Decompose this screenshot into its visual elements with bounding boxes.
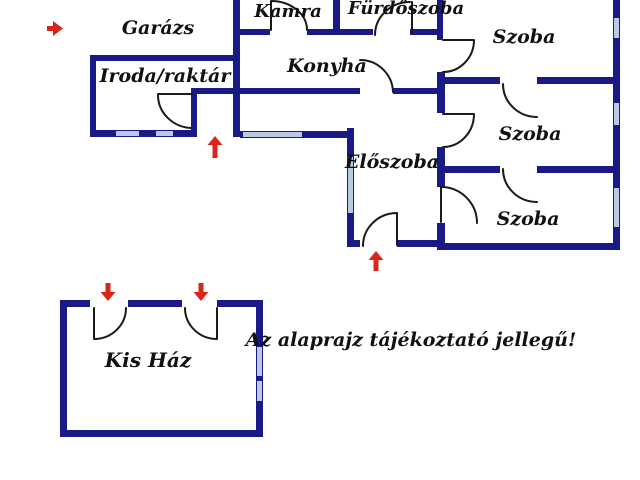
wall-smallhouse-top-a (60, 300, 90, 307)
garage-entrance-arrow-right-icon (47, 21, 63, 36)
wall-room1-2-b (537, 77, 620, 84)
label-garage: Garázs (122, 17, 195, 39)
door-bathroom (374, 1, 413, 36)
window-smallhouse-2 (257, 381, 262, 401)
window-office-2 (156, 131, 173, 136)
window-room-top (614, 18, 619, 38)
window-hall (348, 157, 353, 213)
wall-kitchen-left (233, 0, 240, 137)
door-kitchen-hall (359, 59, 394, 93)
door-smallhouse-1 (93, 307, 127, 340)
wall-kitchen-bottom-b (393, 88, 443, 94)
wall-rooms-left-a (437, 72, 445, 113)
door-room-middle-hall (442, 113, 475, 148)
wall-smallhouse-top-b (128, 300, 182, 307)
wall-bottom-right (440, 243, 620, 250)
entrance-arrows (47, 21, 384, 301)
wall-hall-bottom-b (397, 240, 440, 247)
label-small-house: Kis Ház (104, 348, 192, 372)
wall-office-top (90, 55, 240, 61)
label-room-top: Szoba (493, 26, 556, 48)
door-room-top-middle (502, 83, 538, 118)
door-pantry (270, 0, 308, 31)
window-room-middle (614, 103, 619, 125)
disclaimer-text: Az alaprajz tájékoztató jellegű! (244, 329, 577, 351)
wall-rooms-left-b (437, 147, 445, 187)
smallhouse-entrance-arrow-down-2-icon (193, 283, 209, 301)
wall-hall-bottom-a (347, 240, 360, 247)
wall-smallhouse-top-c (217, 300, 263, 307)
wall-room2-3-a (443, 166, 500, 173)
room-labels: Garázs Kamra Fürdőszoba Szoba Iroda/rakt… (99, 0, 577, 372)
wall-office-left (90, 55, 96, 137)
label-hall: Előszoba (344, 151, 439, 173)
doors (93, 0, 538, 340)
wall-room1-2-a (443, 77, 500, 84)
window-office-1 (116, 131, 139, 136)
door-room-middle-bottom (502, 168, 538, 203)
label-kitchen: Konyha (286, 55, 367, 77)
windows (116, 18, 619, 401)
door-front-entrance (362, 212, 398, 247)
wall-pantry-bath-divider (333, 0, 340, 32)
door-room-bottom-hall (440, 186, 478, 224)
door-office (156, 93, 193, 129)
label-pantry: Kamra (253, 1, 322, 22)
wall-kitchen-bottom-a (240, 88, 360, 94)
window-band (243, 132, 302, 137)
label-bathroom: Fürdőszoba (347, 0, 464, 19)
wall-porch (197, 88, 240, 94)
wall-office-stub (191, 88, 197, 137)
label-room-bottom: Szoba (497, 208, 560, 230)
office-entrance-arrow-up-icon (207, 136, 223, 158)
wall-bathroom-bottom (410, 29, 443, 35)
wall-room2-3-b (537, 166, 620, 173)
wall-bath-room-divider (437, 0, 443, 40)
door-smallhouse-2 (184, 307, 218, 340)
label-office: Iroda/raktár (99, 65, 233, 87)
wall-smallhouse-left (60, 300, 67, 437)
front-entrance-arrow-up-icon (368, 251, 384, 271)
wall-smallhouse-bottom (60, 430, 263, 437)
door-room-top (442, 39, 475, 73)
wall-pantry-bottom-a (233, 29, 270, 35)
label-room-middle: Szoba (499, 123, 562, 145)
window-room-bottom (614, 188, 619, 227)
smallhouse-entrance-arrow-down-1-icon (100, 283, 116, 301)
wall-office-bottom (90, 130, 197, 137)
window-smallhouse-1 (257, 347, 262, 376)
wall-hall-stub (437, 223, 445, 250)
